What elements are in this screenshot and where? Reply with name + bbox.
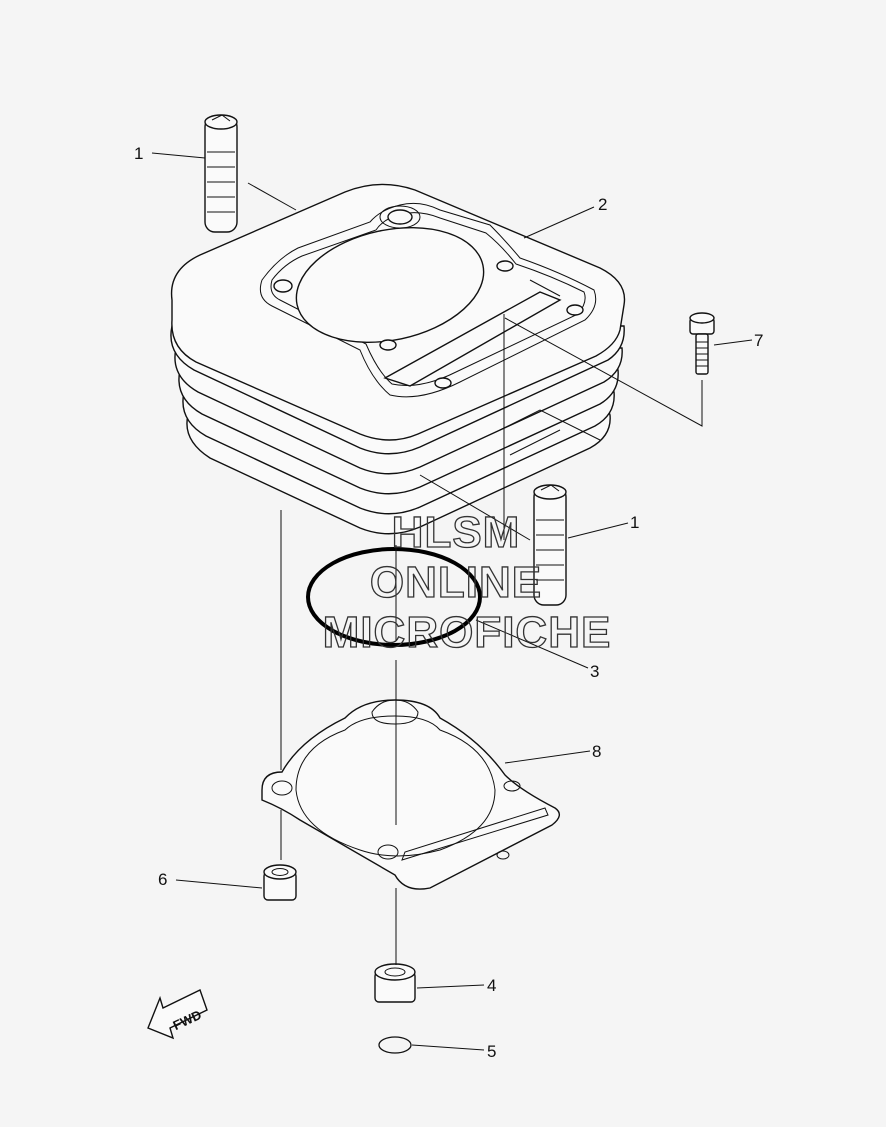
dowel-pin-right[interactable] [533, 484, 567, 606]
dowel-collar-bottom[interactable] [374, 963, 416, 1003]
callout-8: 8 [592, 742, 601, 761]
dowel-pin-top[interactable] [204, 114, 238, 233]
leader-lines [151, 152, 753, 1051]
bolt[interactable] [689, 312, 715, 375]
bolt-guide-line [504, 317, 703, 427]
callout-1-top: 1 [134, 144, 143, 163]
callout-2: 2 [598, 195, 607, 214]
watermark-line-1: HLSM [392, 508, 521, 557]
watermark-line-3: MICROFICHE [323, 608, 612, 657]
cylinder-body[interactable] [170, 183, 626, 535]
callout-7: 7 [754, 331, 763, 350]
watermark: HLSM ONLINE MICROFICHE [322, 507, 612, 657]
callout-1-right: 1 [630, 513, 639, 532]
callout-3: 3 [590, 662, 599, 681]
dowel-collar-left[interactable] [263, 864, 297, 901]
callout-4: 4 [487, 976, 496, 995]
callout-6: 6 [158, 870, 167, 889]
assembly-guide-lines [247, 182, 531, 965]
cylinder-gasket[interactable] [261, 699, 560, 890]
callout-5: 5 [487, 1042, 496, 1061]
highlight-ring[interactable] [306, 547, 482, 647]
watermark-line-2: ONLINE [370, 558, 542, 607]
fwd-arrow-icon: FWD [147, 989, 208, 1040]
o-ring[interactable] [378, 1036, 412, 1054]
